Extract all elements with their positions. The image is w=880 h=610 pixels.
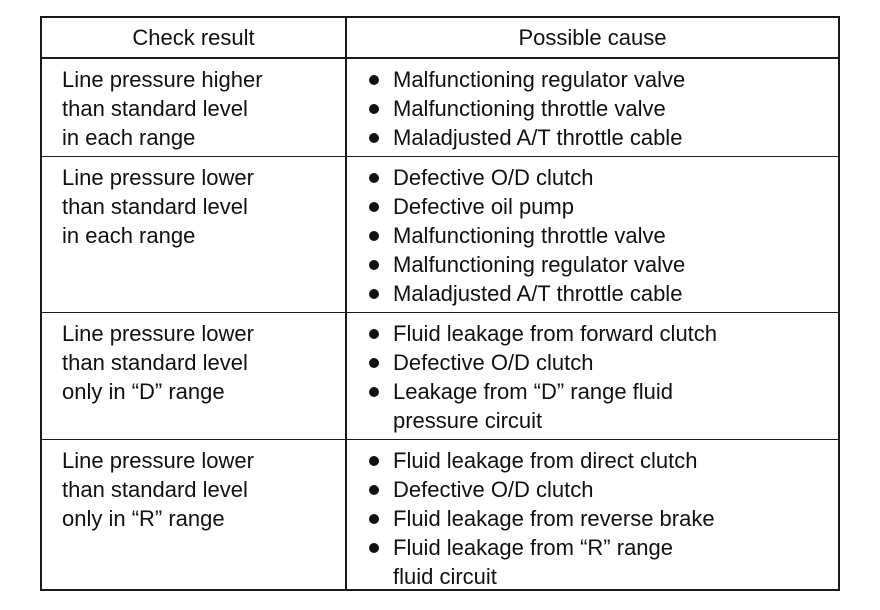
cause-item: Fluid leakage from “R” range fluid circui… — [367, 533, 838, 591]
check-result-line: than standard level — [62, 350, 248, 375]
bullet-icon — [369, 485, 379, 495]
cause-text: Defective O/D clutch — [393, 350, 594, 375]
check-result-line: than standard level — [62, 477, 248, 502]
cause-list: Malfunctioning regulator valve Malfuncti… — [367, 65, 838, 152]
table-header-row: Check result Possible cause — [42, 18, 838, 58]
cause-text: Malfunctioning regulator valve — [393, 67, 686, 92]
check-result-line: Line pressure lower — [62, 165, 254, 190]
bullet-icon — [369, 456, 379, 466]
cause-item: Malfunctioning regulator valve — [367, 250, 838, 279]
cause-list: Fluid leakage from forward clutch Defect… — [367, 319, 838, 435]
check-result-line: Line pressure higher — [62, 67, 263, 92]
cause-list: Defective O/D clutch Defective oil pump … — [367, 163, 838, 308]
cause-item: Maladjusted A/T throttle cable — [367, 279, 838, 308]
table-row: Line pressure lower than standard level … — [42, 312, 838, 439]
cause-item: Malfunctioning throttle valve — [367, 221, 838, 250]
cause-item: Defective O/D clutch — [367, 475, 838, 504]
cause-item: Malfunctioning throttle valve — [367, 94, 838, 123]
cause-item: Defective O/D clutch — [367, 163, 838, 192]
check-result-cell: Line pressure higher than standard level… — [42, 59, 347, 156]
cause-text: Fluid leakage from forward clutch — [393, 321, 718, 346]
cause-text: Defective oil pump — [393, 194, 574, 219]
bullet-icon — [369, 75, 379, 85]
cause-text: Defective O/D clutch — [393, 477, 594, 502]
check-result-cell: Line pressure lower than standard level … — [42, 157, 347, 312]
cause-item: Leakage from “D” range fluid pressure cir… — [367, 377, 838, 435]
cause-list: Fluid leakage from direct clutch Defecti… — [367, 446, 838, 591]
bullet-icon — [369, 329, 379, 339]
table-row: Line pressure lower than standard level … — [42, 156, 838, 312]
check-result-line: only in “D” range — [62, 379, 225, 404]
possible-cause-cell: Fluid leakage from direct clutch Defecti… — [347, 440, 838, 589]
bullet-icon — [369, 289, 379, 299]
check-result-line: than standard level — [62, 194, 248, 219]
check-result-line: Line pressure lower — [62, 321, 254, 346]
check-result-line: in each range — [62, 223, 196, 248]
bullet-icon — [369, 358, 379, 368]
check-result-line: than standard level — [62, 96, 248, 121]
cause-text-continuation: pressure circuit — [393, 408, 543, 433]
cause-item: Fluid leakage from forward clutch — [367, 319, 838, 348]
possible-cause-cell: Fluid leakage from forward clutch Defect… — [347, 313, 838, 439]
cause-text: Fluid leakage from “R” range — [393, 535, 674, 560]
bullet-icon — [369, 260, 379, 270]
cause-text-continuation: fluid circuit — [393, 564, 497, 589]
bullet-icon — [369, 514, 379, 524]
cause-item: Malfunctioning regulator valve — [367, 65, 838, 94]
table-row: Line pressure higher than standard level… — [42, 58, 838, 156]
cause-text: Fluid leakage from reverse brake — [393, 506, 715, 531]
cause-item: Fluid leakage from reverse brake — [367, 504, 838, 533]
check-result-line: only in “R” range — [62, 506, 225, 531]
header-possible-cause: Possible cause — [518, 24, 667, 50]
table-row: Line pressure lower than standard level … — [42, 439, 838, 589]
bullet-icon — [369, 173, 379, 183]
diagnosis-table: Check result Possible cause Line pressur… — [40, 16, 840, 591]
check-result-cell: Line pressure lower than standard level … — [42, 440, 347, 589]
check-result-cell: Line pressure lower than standard level … — [42, 313, 347, 439]
bullet-icon — [369, 387, 379, 397]
check-result-line: Line pressure lower — [62, 448, 254, 473]
cause-item: Maladjusted A/T throttle cable — [367, 123, 838, 152]
cause-text: Maladjusted A/T throttle cable — [393, 125, 683, 150]
bullet-icon — [369, 133, 379, 143]
cause-item: Fluid leakage from direct clutch — [367, 446, 838, 475]
header-check-result: Check result — [42, 18, 347, 57]
cause-text: Malfunctioning throttle valve — [393, 223, 666, 248]
cause-text: Leakage from “D” range fluid — [393, 379, 674, 404]
cause-item: Defective O/D clutch — [367, 348, 838, 377]
bullet-icon — [369, 202, 379, 212]
possible-cause-cell: Defective O/D clutch Defective oil pump … — [347, 157, 838, 312]
cause-text: Defective O/D clutch — [393, 165, 594, 190]
bullet-icon — [369, 231, 379, 241]
cause-item: Defective oil pump — [367, 192, 838, 221]
possible-cause-cell: Malfunctioning regulator valve Malfuncti… — [347, 59, 838, 156]
cause-text: Maladjusted A/T throttle cable — [393, 281, 683, 306]
cause-text: Fluid leakage from direct clutch — [393, 448, 698, 473]
cause-text: Malfunctioning regulator valve — [393, 252, 686, 277]
bullet-icon — [369, 104, 379, 114]
bullet-icon — [369, 543, 379, 553]
cause-text: Malfunctioning throttle valve — [393, 96, 666, 121]
check-result-line: in each range — [62, 125, 196, 150]
